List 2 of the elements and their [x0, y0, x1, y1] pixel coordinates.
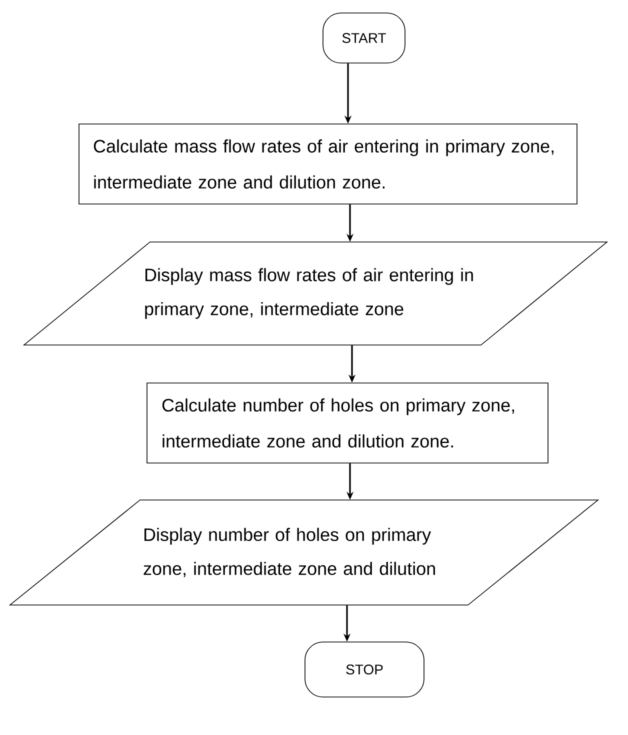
process-box: Calculate number of holes on primary zone, intermediate zone and dilution zone.	[146, 382, 548, 464]
process-box: Calculate mass flow rates of air entering in primary zone, intermediate zone and dilution zone.	[78, 124, 578, 204]
